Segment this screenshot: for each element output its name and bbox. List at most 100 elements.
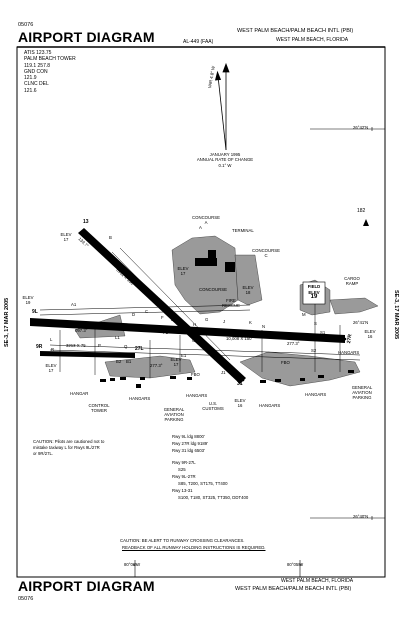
lat-26-41: 26°41'N: [353, 320, 369, 325]
change-date: JANUARY 1995: [209, 152, 241, 157]
taxiway-g1: G1: [192, 338, 198, 343]
footer-airport-name: WEST PALM BEACH/PALM BEACH INTL (PBI): [235, 586, 352, 592]
lon-80-06: 80°06'W: [124, 562, 141, 567]
hangar-label: HANGAR: [70, 391, 89, 396]
side-label-left: SE-3, 17 MAR 2005: [4, 297, 10, 347]
elev-value: 17: [48, 368, 54, 373]
field-elev-value: 19: [310, 294, 318, 300]
elev-label: ELEV: [177, 266, 189, 271]
tower-line: TOWER: [91, 408, 107, 413]
ga-parking-left-label: GENERAL AVIATION PARKING: [154, 407, 194, 422]
frequency-block: ATIS 123.75 PALM BEACH TOWER 119.1 257.8…: [24, 50, 76, 94]
ga-left-line1: GENERAL: [163, 407, 185, 412]
elev-value: 18: [245, 290, 251, 295]
threshold-markers: [34, 230, 347, 382]
freq-clnc: 121.6: [24, 87, 37, 94]
elev-label: ELEV: [234, 398, 246, 403]
taxiway-s2: S2: [311, 348, 317, 353]
runway-9r-27l-dim: 3213 X 75: [66, 343, 86, 348]
rwy-info-line: S85, T200, ST175, TT400: [178, 481, 228, 486]
caution-line2: mistake taxiway L for Rwys 9L/27R: [33, 445, 100, 450]
taxiway-b: B: [109, 235, 112, 240]
rwy-info-line: Rwy 9R-27L: [172, 460, 196, 465]
elev-label: ELEV: [364, 329, 376, 334]
rwy-info-line: Rwy 9L ldg 8800': [172, 434, 205, 439]
elev-label: ELEV: [242, 285, 254, 290]
elev-18: ELEV 18: [238, 285, 258, 295]
terminal-building: [195, 250, 235, 272]
elev-label: ELEV: [45, 363, 57, 368]
rwy-info-line: Rwy 13-31: [172, 488, 193, 493]
taxiway-a1: A1: [71, 302, 77, 307]
customs-label: U.S. CUSTOMS: [198, 401, 228, 411]
taxiway-g: G: [205, 317, 209, 322]
heading-097-b: 097.3°: [59, 352, 72, 357]
lat-26-40: 26°40'N: [353, 514, 369, 519]
customs-line2: CUSTOMS: [202, 406, 224, 411]
taxiway-l1: L1: [115, 335, 120, 340]
elev-value: 16: [237, 403, 243, 408]
rwy-info-line: S100, T180, ST325, TT350, DDT400: [178, 495, 249, 500]
ga-right-line3: PARKING: [352, 395, 372, 400]
control-line: CONTROL: [88, 403, 110, 408]
freq-gnd-label: GND CON: [24, 68, 48, 75]
graticule-ticks: [133, 127, 385, 577]
footer-doc-number: 05076: [18, 596, 34, 602]
elev-value: 17: [173, 362, 179, 367]
control-tower-label: CONTROL TOWER: [82, 403, 116, 413]
taxiway-e: E: [171, 317, 174, 322]
concourse-a-label: CONCOURSE A: [186, 215, 226, 225]
airport-name: WEST PALM BEACH/PALM BEACH INTL (PBI): [237, 28, 354, 34]
elev-17-mid: ELEV 17: [173, 266, 193, 276]
freq-gnd: 121.9: [24, 75, 37, 82]
rwy-info-line: Rwy 31 ldg 6503': [172, 448, 205, 453]
side-label-right: SE-3, 17 MAR 2005: [393, 290, 399, 340]
runway-13-label: 13: [83, 219, 89, 225]
fbo-left-label: FBO: [191, 372, 200, 377]
change-value: 0.1° W: [218, 162, 232, 168]
elev-value: 17: [63, 237, 69, 242]
taxiway-m: M: [302, 312, 306, 317]
cargo-ramp-label: CARGO RAMP: [337, 276, 367, 286]
change-title: ANNUAL RATE OF CHANGE: [196, 157, 254, 163]
elev-17-low-mid: ELEV 17: [166, 357, 186, 367]
hangars-label-e: HANGARS: [305, 392, 327, 397]
taxiway-n: N: [262, 324, 266, 329]
elev-16-low: ELEV 16: [230, 398, 250, 408]
heading-277-a: 277.3°: [287, 341, 300, 346]
concourse-b-label: CONCOURSE: [199, 287, 227, 292]
taxiway-e1: E1: [181, 353, 187, 358]
hangar-blocks: [100, 370, 354, 388]
elev-17-low-left: ELEV 17: [41, 363, 61, 373]
taxiway-b1: B1: [126, 359, 132, 364]
runway-13-31: [78, 228, 246, 384]
elev-17-top: ELEV 17: [56, 232, 76, 242]
freq-tower: 119.1 257.8: [24, 62, 51, 69]
fire-line: FIRE: [226, 298, 236, 303]
terminal-label: TERMINAL: [232, 228, 254, 233]
caution-runway-crossing: CAUTION: BE ALERT TO RUNWAY CROSSING CLE…: [120, 537, 266, 551]
runway-9l-label: 9L: [32, 309, 38, 315]
footer-city: WEST PALM BEACH, FLORIDA: [281, 578, 354, 584]
elev-16-right: ELEV 16: [360, 329, 380, 339]
taxiway-b2: B2: [116, 359, 122, 364]
ga-parking-right-label: GENERAL AVIATION PARKING: [342, 385, 382, 400]
runway-info-block: Rwy 9L ldg 8800' Rwy 27R ldg 9189' Rwy 3…: [172, 433, 248, 501]
field-elev-line1: FIELD: [307, 284, 321, 289]
caution-taxiway-note: CAUTION: Pilots are cautioned not to mis…: [33, 439, 104, 457]
doc-number-top: 05076: [18, 22, 34, 28]
elev-19-left: ELEV 19: [18, 295, 38, 305]
variation-arrow: [214, 62, 230, 151]
taxiway-l: L: [50, 337, 53, 342]
concourse-a-line1: CONCOURSE: [192, 215, 220, 220]
caution-line1: CAUTION: Pilots are cautioned not to: [33, 439, 105, 444]
freq-tower-label: PALM BEACH TOWER: [24, 56, 76, 63]
al-number: AL-449 (FAA): [183, 39, 214, 45]
lon-80-05: 80°05'W: [287, 562, 304, 567]
taxiway-q: Q: [124, 344, 128, 349]
runway-31-label: 31: [237, 381, 243, 387]
airport-city: WEST PALM BEACH, FLORIDA: [276, 37, 349, 43]
runway-9l-27r-dim: 10,008 X 150: [226, 336, 252, 341]
heading-277-b: 277.3°: [150, 363, 163, 368]
